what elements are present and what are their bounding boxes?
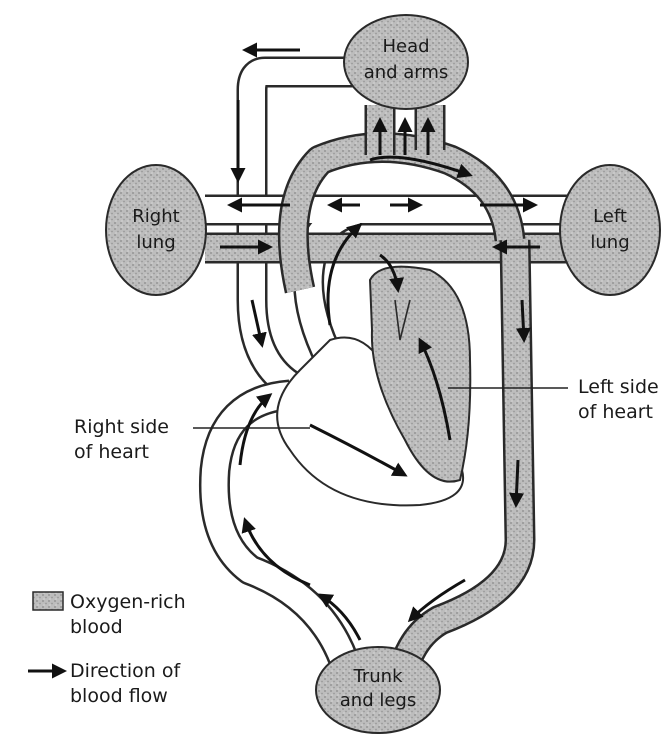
left-lung-organ: Left lung (560, 165, 660, 295)
right-side-label-line2: of heart (74, 441, 149, 463)
oxygen-rich-swatch (33, 592, 63, 610)
left-side-label-line2: of heart (578, 401, 653, 423)
right-lung-label-line1: Right (132, 206, 179, 227)
legend-oxygen-rich-line1: Oxygen-rich (70, 591, 186, 613)
legend: Oxygen-rich blood Direction of blood flo… (28, 591, 186, 707)
head-label-line2: and arms (364, 62, 449, 83)
legend-direction-line1: Direction of (70, 660, 181, 682)
left-lung-label-line2: lung (590, 232, 629, 253)
trunk-label-line2: and legs (340, 690, 416, 711)
right-side-of-heart-callout: Right side of heart (74, 416, 310, 463)
head-label-line1: Head (382, 36, 429, 57)
legend-direction-line2: blood flow (70, 685, 168, 707)
trunk-and-legs-organ: Trunk and legs (316, 647, 440, 733)
legend-oxygen-rich-line2: blood (70, 616, 123, 638)
left-side-of-heart-callout: Left side of heart (448, 376, 659, 423)
left-side-label-line1: Left side (578, 376, 659, 398)
trunk-label-line1: Trunk (353, 666, 404, 687)
left-lung-label-line1: Left (593, 206, 627, 227)
head-and-arms-organ: Head and arms (344, 15, 468, 109)
right-lung-organ: Right lung (106, 165, 206, 295)
right-side-label-line1: Right side (74, 416, 169, 438)
right-lung-label-line2: lung (136, 232, 175, 253)
